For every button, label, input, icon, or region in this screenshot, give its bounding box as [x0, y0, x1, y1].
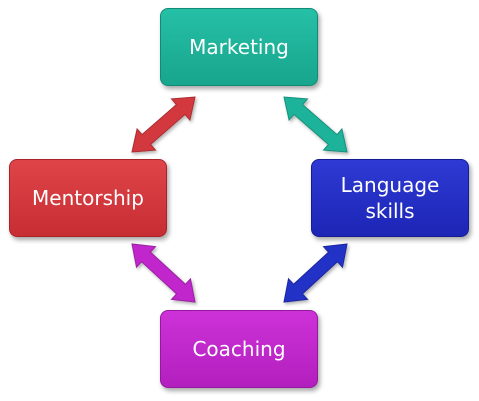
connector-arrow-marketing-language [283, 96, 348, 153]
node-coaching: Coaching [160, 310, 318, 388]
connector-arrow-mentorship-marketing [131, 96, 196, 153]
connector-arrow-coaching-mentorship [131, 243, 196, 303]
node-language-skills-label: Language skills [340, 173, 440, 223]
connector-arrow-language-coaching [283, 243, 348, 303]
node-language-skills: Language skills [311, 159, 469, 237]
node-coaching-label: Coaching [192, 337, 286, 361]
node-marketing-label: Marketing [189, 35, 289, 59]
node-mentorship: Mentorship [9, 159, 167, 237]
node-mentorship-label: Mentorship [32, 186, 144, 210]
node-marketing: Marketing [160, 8, 318, 86]
